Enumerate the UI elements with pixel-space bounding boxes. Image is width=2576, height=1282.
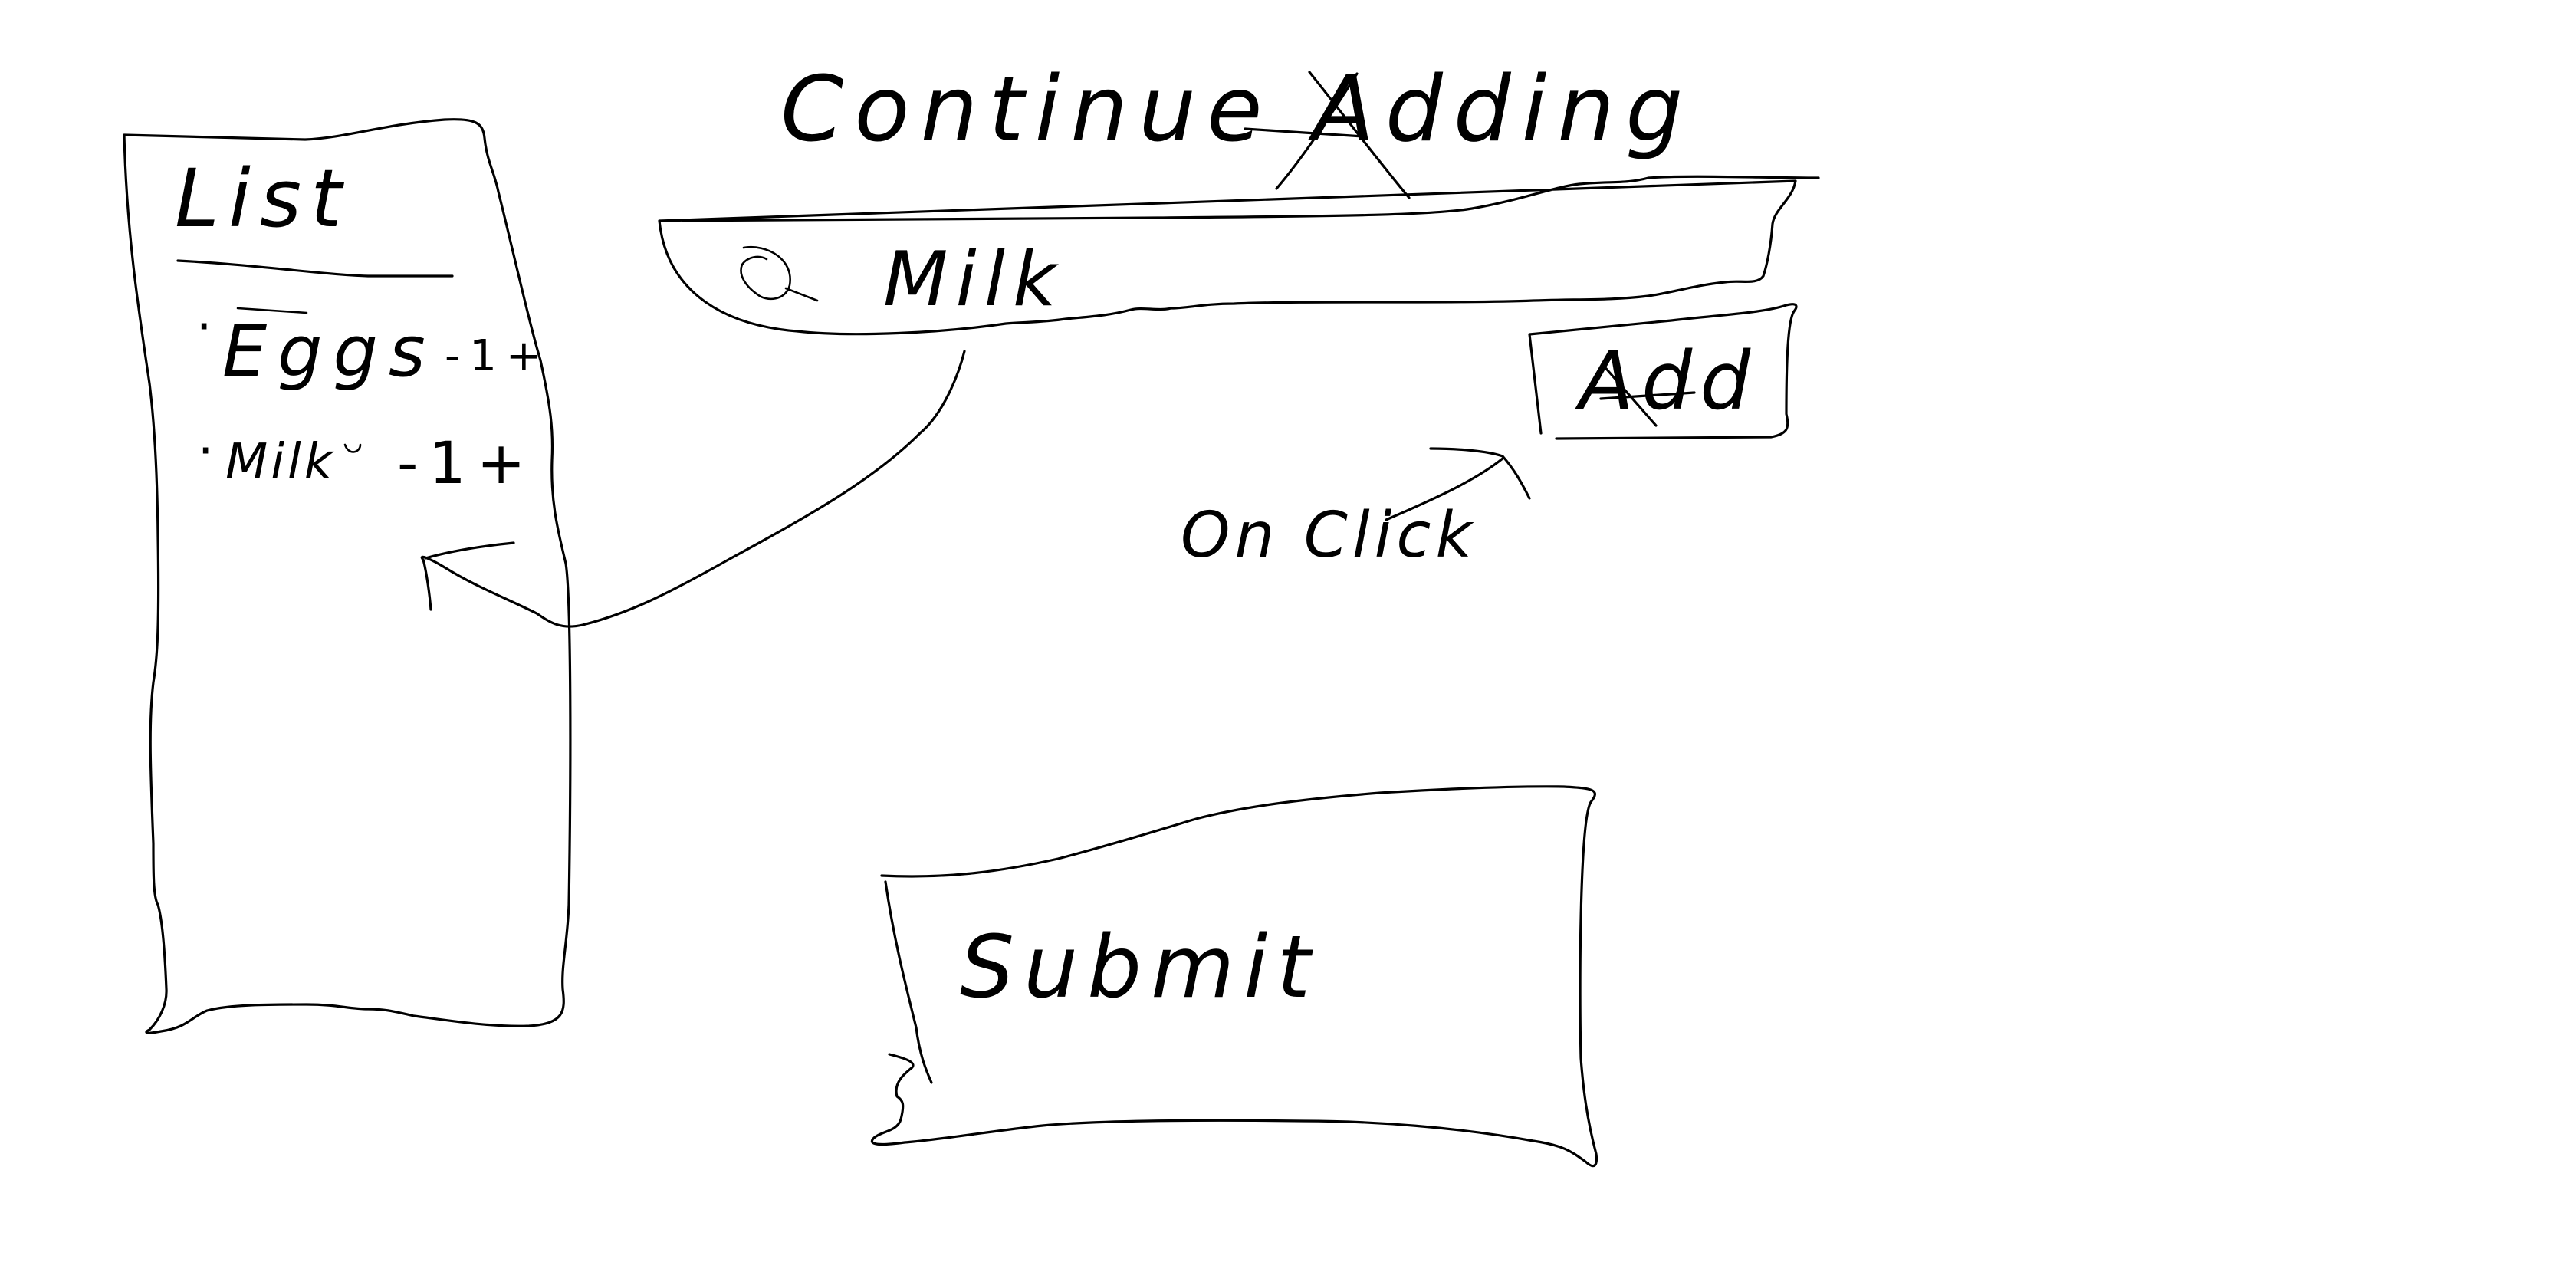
search-bar[interactable]: Milk [658,175,1820,336]
list-item-quantity-stepper[interactable]: -1+ [445,331,551,381]
search-icon-handle [784,287,819,302]
list-item-bullet: · [196,299,212,356]
list-item-scribble [236,307,308,314]
search-icon-lens [740,245,791,301]
title-scribble-stroke-b [1275,72,1359,190]
list-item: · Milk -1+ [198,423,536,497]
add-button-scribble [1599,363,1696,427]
submit-button[interactable]: Submit [870,785,1598,1168]
list-item: · Eggs -1+ [196,299,551,393]
list-panel: List · Eggs -1+ · Milk -1+ [123,118,572,1034]
submit-button-label: Submit [960,918,1319,1017]
list-heading: List [175,152,351,245]
page-title: Continue Adding [780,56,1694,199]
list-item-quantity-stepper[interactable]: -1+ [397,429,536,497]
list-heading-underline [176,259,454,278]
list-panel-outline [123,118,572,1034]
on-click-annotation: On Click [1181,447,1531,572]
list-item-bullet: · [198,423,213,480]
title-scribble-crossbar [1244,127,1365,138]
on-click-label: On Click [1181,499,1477,572]
title-scribble-stroke-a [1308,71,1411,199]
search-bar-outline [658,175,1820,336]
list-item-scribble [343,443,362,453]
on-click-arrow [1385,447,1531,521]
list-item-name: Milk [225,434,336,491]
page-title-text: Continue Adding [780,56,1694,162]
connector-arrow [420,350,966,628]
add-button-outline [1528,303,1798,440]
search-icon[interactable] [740,245,819,302]
submit-button-outline [870,785,1598,1168]
add-button[interactable]: Add [1528,303,1798,440]
list-item-name: Eggs [222,311,436,393]
add-button-label: Add [1575,334,1758,428]
search-input[interactable]: Milk [883,236,1064,324]
